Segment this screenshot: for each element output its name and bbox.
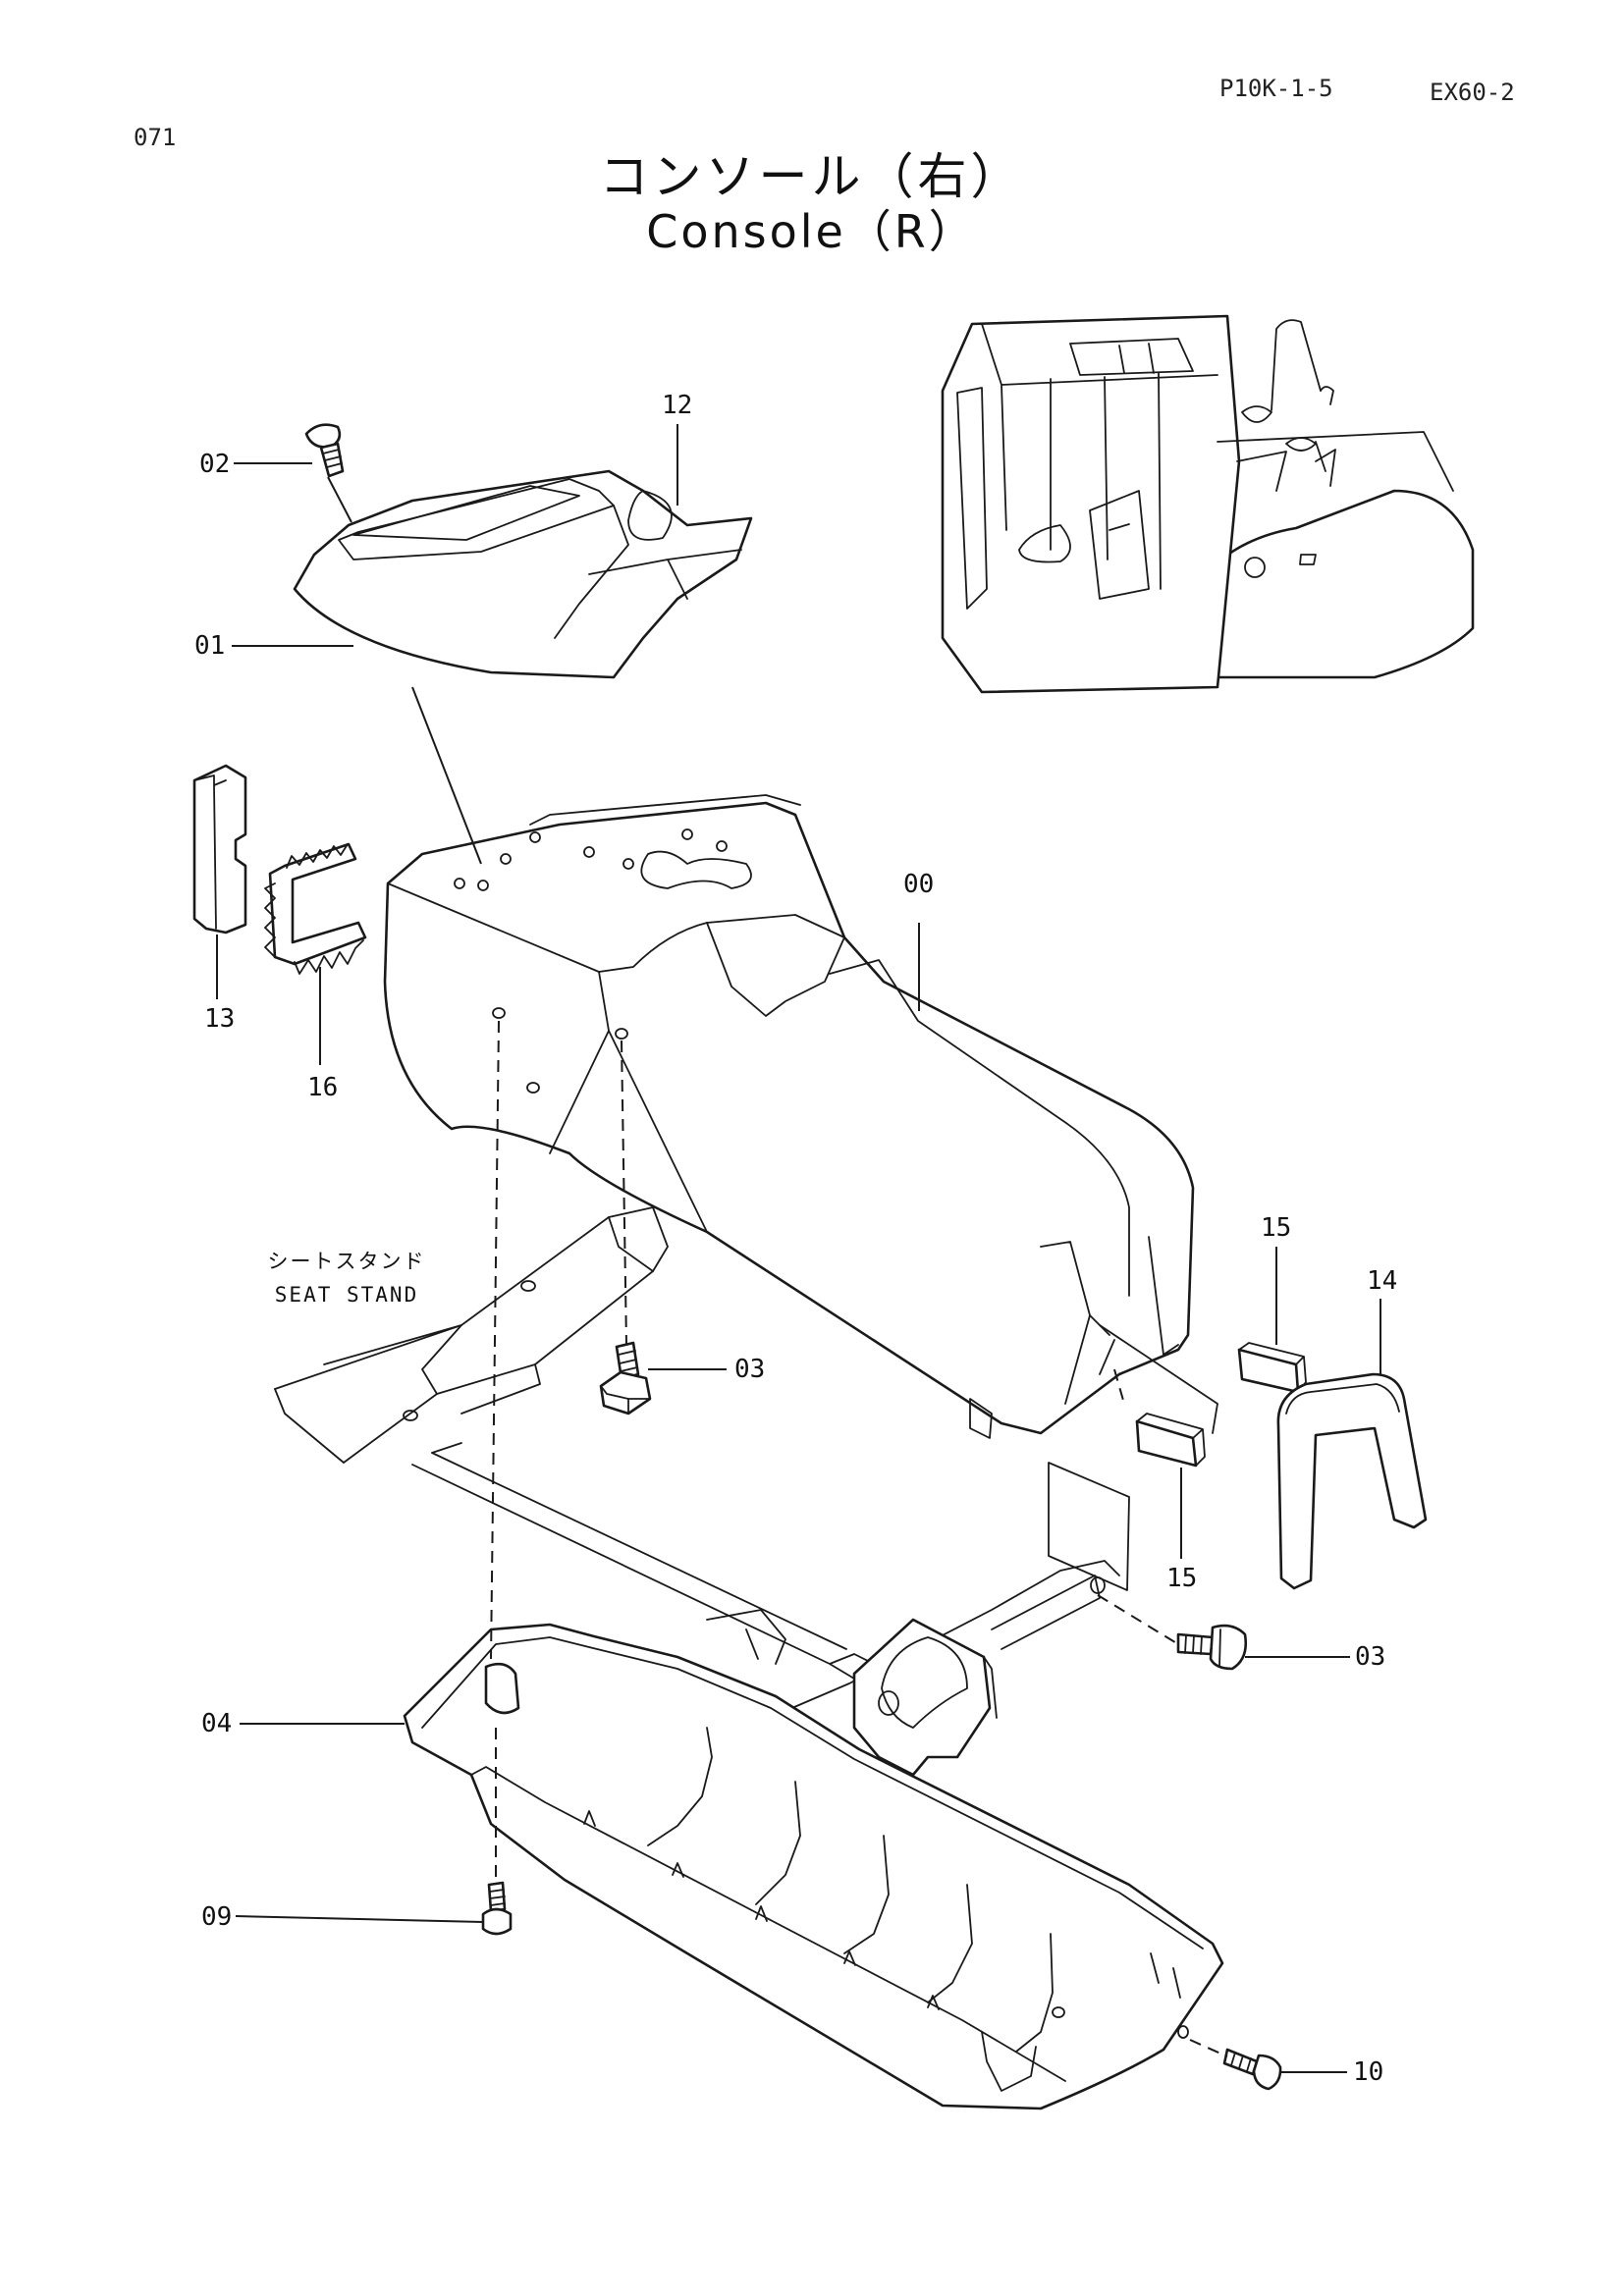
model-code: EX60-2 [1430,79,1515,106]
seal-16-drawing [264,842,367,975]
callout-01: 01 [194,631,226,661]
callout-10: 10 [1353,2057,1384,2087]
upper-cover-drawing [293,469,753,679]
callout-15-upper: 15 [1261,1213,1292,1243]
callout-02: 02 [199,450,231,479]
gasket-sheet-drawing [1048,1462,1130,1591]
callout-16: 16 [307,1073,339,1102]
pad-14-drawing [1276,1372,1428,1590]
console-body-drawing [383,794,1218,1439]
bolt-09-drawing [481,1881,513,1936]
seat-stand-label: シートスタンド SEAT STAND [234,1245,460,1311]
bolt-03-upper-drawing [599,1341,652,1415]
screw-02-drawing [304,423,345,478]
seat-stand-label-japanese: シートスタンド [267,1250,426,1273]
leader-lines [216,424,1381,2073]
seat-stand-label-english: SEAT STAND [274,1283,419,1307]
bracket-13-drawing [192,764,247,934]
page-code: P10K-1-5 [1219,75,1333,102]
title-english: Console（R） [646,205,977,258]
callout-12: 12 [662,391,693,420]
excavator-overview-drawing [941,314,1475,694]
callout-09: 09 [201,1902,233,1932]
callout-03-upper: 03 [734,1355,766,1384]
callout-00: 00 [903,870,935,899]
callout-04: 04 [201,1709,233,1738]
lower-tray-drawing [403,1623,1224,2110]
bolt-03-lower-drawing [1176,1624,1247,1671]
callout-15-lower: 15 [1166,1564,1198,1593]
assembly-dash-lines [490,1020,1228,2057]
callout-13: 13 [204,1004,236,1034]
pad-15-drawing [1135,1342,1307,1468]
page-number: 071 [134,124,177,151]
bolt-10-drawing [1222,2048,1282,2091]
callout-14: 14 [1367,1266,1398,1296]
mounting-bracket-drawing [852,1618,998,1777]
callout-03-lower: 03 [1355,1642,1386,1672]
title-japanese: コンソール（右） [599,148,1024,205]
